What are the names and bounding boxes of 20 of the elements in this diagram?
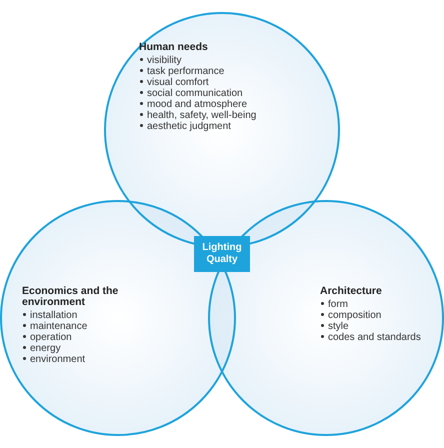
- bullet-item: health, safety, well-being: [139, 110, 299, 121]
- bullet-item: composition: [320, 310, 430, 321]
- circle-heading: Human needs: [139, 42, 209, 53]
- bullet-item: codes and standards: [320, 332, 430, 343]
- bullet-item: style: [320, 321, 430, 332]
- bullet-item: environment: [22, 354, 122, 365]
- bullet-item: visibility: [139, 55, 299, 66]
- bullet-item: social communication: [139, 88, 299, 99]
- bullet-item: task performance: [139, 66, 299, 77]
- bullet-item: installation: [22, 310, 122, 321]
- bullet-item: operation: [22, 332, 122, 343]
- bullet-item: aesthetic judgment: [139, 121, 299, 132]
- bullet-item: visual comfort: [139, 77, 299, 88]
- center-label-box: Lighting Qualty: [194, 236, 250, 272]
- bullet-item: energy: [22, 343, 122, 354]
- circle-heading: Architecture: [320, 286, 383, 297]
- circle-heading: Economics and the environment: [22, 286, 120, 308]
- bullet-item: maintenance: [22, 321, 122, 332]
- bullet-item: mood and atmosphere: [139, 99, 299, 110]
- bullet-item: form: [320, 299, 430, 310]
